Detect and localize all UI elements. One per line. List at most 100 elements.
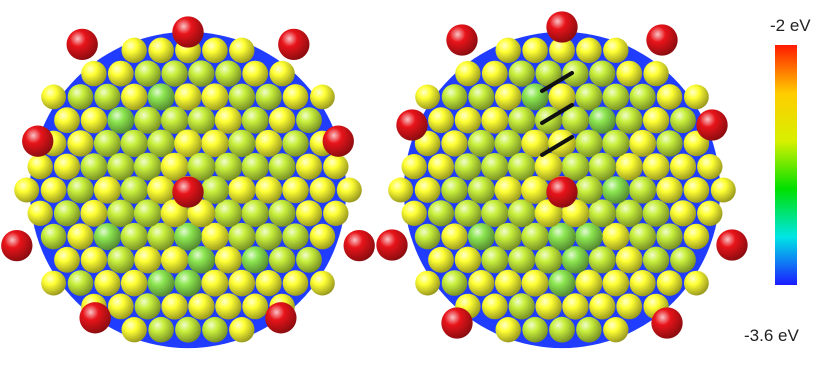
atom-sphere <box>589 293 616 320</box>
atom-sphere <box>629 129 657 157</box>
atom-sphere <box>67 84 94 110</box>
atom-sphere <box>642 153 670 181</box>
atom-sphere <box>588 106 616 134</box>
atom-sphere <box>268 246 296 273</box>
atom-sphere <box>521 222 549 251</box>
vertex-atom <box>546 11 578 43</box>
atom-sphere <box>414 177 441 203</box>
vertex-atom <box>1 229 33 262</box>
atom-sphere <box>188 293 215 320</box>
atom-sphere <box>603 317 629 343</box>
atom-sphere <box>615 199 643 227</box>
vertex-atom <box>79 302 111 334</box>
atom-sphere <box>522 316 548 343</box>
atom-sphere <box>187 152 216 181</box>
atom-sphere <box>656 84 683 110</box>
atom-sphere <box>494 176 522 204</box>
atom-sphere <box>415 84 440 110</box>
atom-sphere <box>615 246 643 274</box>
atom-sphere <box>574 176 603 204</box>
colorbar-min-label: -3.6 eV <box>744 326 799 345</box>
atom-sphere <box>454 107 482 134</box>
atom-sphere <box>93 176 121 204</box>
left-cluster <box>1 16 375 349</box>
atom-sphere <box>643 60 669 87</box>
atom-sphere <box>494 269 522 297</box>
atom-sphere <box>697 154 723 180</box>
atom-sphere <box>670 246 696 273</box>
edge-marker <box>540 135 574 157</box>
atom-sphere <box>67 176 94 204</box>
atom-sphere <box>133 152 162 181</box>
atom-sphere <box>147 176 176 204</box>
atom-sphere <box>441 223 468 250</box>
atom-sphere <box>522 37 548 64</box>
atom-sphere <box>602 222 630 251</box>
atom-sphere <box>656 130 683 157</box>
atom-sphere <box>54 107 80 134</box>
edge-marker <box>540 103 574 125</box>
atom-sphere <box>454 199 482 227</box>
atom-sphere <box>467 129 495 157</box>
atom-sphere <box>310 84 335 110</box>
atom-sphere <box>670 107 696 134</box>
atom-sphere <box>121 317 147 343</box>
atom-sphere <box>241 199 269 227</box>
atom-sphere <box>481 60 508 87</box>
atom-sphere <box>575 83 603 111</box>
atom-sphere <box>93 223 121 251</box>
atom-sphere <box>495 317 521 343</box>
atom-sphere <box>401 154 427 180</box>
atom-sphere <box>454 153 482 181</box>
atom-sphere <box>229 317 255 343</box>
atom-sphere <box>133 199 162 228</box>
atom-sphere <box>656 176 683 204</box>
atom-sphere <box>310 270 335 296</box>
vertex-atom <box>441 307 473 339</box>
atom-sphere <box>494 83 522 111</box>
atom-sphere <box>160 246 189 274</box>
atom-sphere <box>268 107 296 134</box>
vertex-atom <box>376 229 408 261</box>
atom-sphere <box>228 176 256 204</box>
atom-sphere <box>147 83 175 111</box>
atom-sphere <box>616 293 643 320</box>
atom-sphere <box>428 107 454 134</box>
atom-sphere <box>323 154 349 180</box>
atom-sphere <box>575 222 603 251</box>
atom-sphere <box>535 293 562 320</box>
colorbar-max-label: -2 eV <box>770 16 811 35</box>
atom-sphere <box>629 223 657 251</box>
atom-sphere <box>161 293 188 320</box>
atom-sphere <box>54 246 80 273</box>
atom-sphere <box>508 106 536 134</box>
atom-sphere <box>508 246 536 274</box>
atom-sphere <box>656 223 683 250</box>
atom-sphere <box>684 84 709 110</box>
atom-sphere <box>161 60 188 87</box>
atom-sphere <box>241 153 269 181</box>
atom-sphere <box>616 60 643 87</box>
vertex-atom <box>172 16 204 48</box>
vertex-atom <box>22 125 54 157</box>
atom-sphere <box>282 270 309 296</box>
atom-sphere <box>562 293 589 320</box>
atom-sphere <box>481 106 509 134</box>
atom-sphere <box>697 200 723 226</box>
atom-sphere <box>309 177 336 203</box>
atom-sphere <box>200 176 229 204</box>
atom-sphere <box>588 246 616 274</box>
atom-sphere <box>561 246 590 274</box>
atom-sphere <box>282 84 309 110</box>
atom-sphere <box>495 37 521 63</box>
atom-sphere <box>134 60 161 87</box>
atom-sphere <box>428 246 454 273</box>
atom-sphere <box>175 316 201 343</box>
colorbar <box>775 45 797 285</box>
atom-sphere <box>521 176 550 204</box>
atom-sphere <box>481 199 509 227</box>
atom-sphere <box>214 199 243 228</box>
atom-sphere <box>427 153 455 180</box>
atom-sphere <box>201 269 229 297</box>
